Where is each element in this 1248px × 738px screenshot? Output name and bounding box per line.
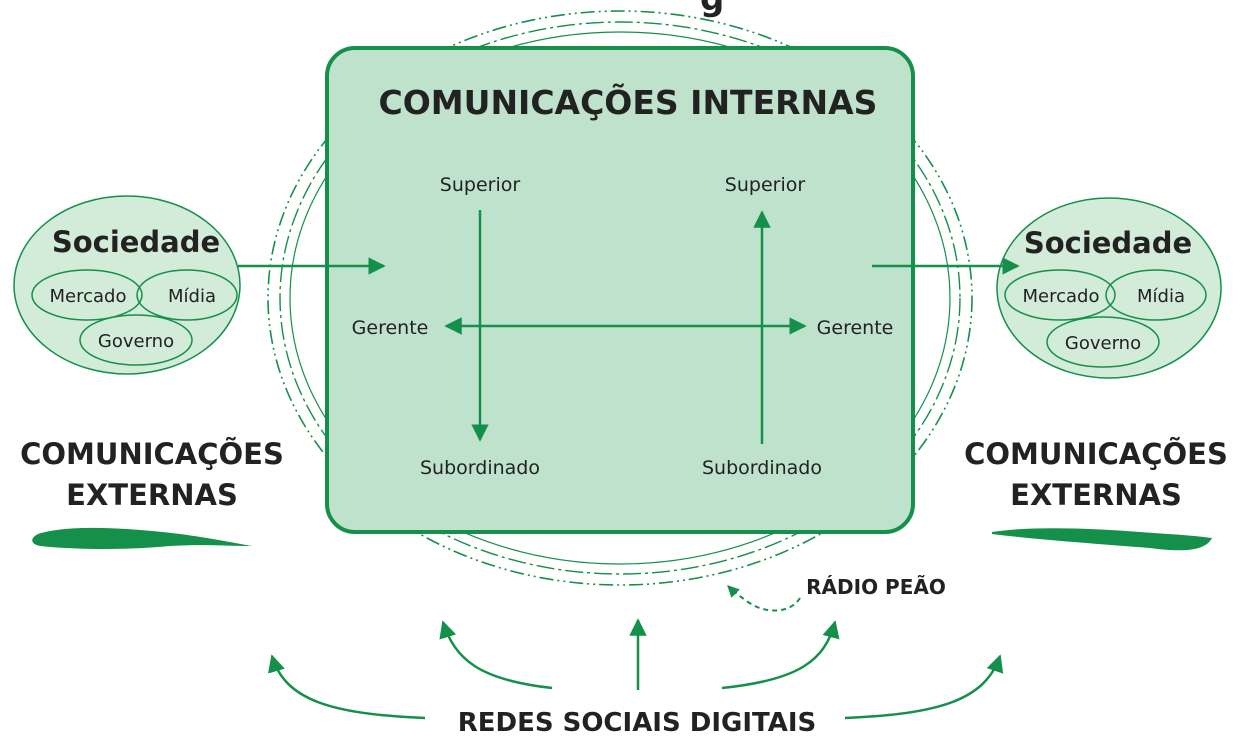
right-superior-label: Superior [725, 174, 806, 196]
society-left: Sociedade Mercado Mídia Governo [13, 195, 241, 375]
internal-title: COMUNICAÇÕES INTERNAS [379, 82, 878, 122]
redes-arrow-right [721, 620, 840, 690]
society-right-midia: Mídia [1137, 286, 1185, 307]
title-partial: g [700, 0, 724, 19]
external-right-line1: COMUNICAÇÕES [964, 437, 1228, 471]
redes-arrow-far-left [268, 654, 426, 720]
radio-peao-arrow [727, 585, 801, 612]
internal-box [325, 46, 915, 534]
radio-peao-ellipses [267, 10, 973, 586]
society-left-title: Sociedade [52, 225, 220, 259]
society-left-governo: Governo [98, 331, 174, 352]
society-right-title: Sociedade [1024, 226, 1192, 260]
redes-arrow-left [439, 620, 553, 690]
radio-peao-label: RÁDIO PEÃO [806, 575, 946, 599]
society-left-midia: Mídia [168, 286, 216, 307]
left-superior-label: Superior [440, 174, 521, 196]
society-right-governo: Governo [1065, 333, 1141, 354]
redes-sociais-arrows [268, 618, 1004, 720]
right-gerente-label: Gerente [817, 317, 894, 339]
society-left-mercado: Mercado [50, 286, 127, 307]
external-right-line2: EXTERNAS [1010, 478, 1182, 512]
left-subordinado-label: Subordinado [420, 457, 540, 479]
society-right: Sociedade Mercado Mídia Governo [996, 197, 1222, 379]
external-left-line2: EXTERNAS [66, 478, 238, 512]
brush-stroke-right [992, 528, 1212, 551]
society-right-mercado: Mercado [1023, 286, 1100, 307]
left-gerente-label: Gerente [352, 317, 429, 339]
redes-sociais-label: REDES SOCIAIS DIGITAIS [458, 708, 817, 738]
brush-stroke-left [32, 527, 252, 549]
external-left-line1: COMUNICAÇÕES [20, 437, 284, 471]
right-subordinado-label: Subordinado [702, 457, 822, 479]
redes-arrow-far-right [844, 654, 1004, 720]
